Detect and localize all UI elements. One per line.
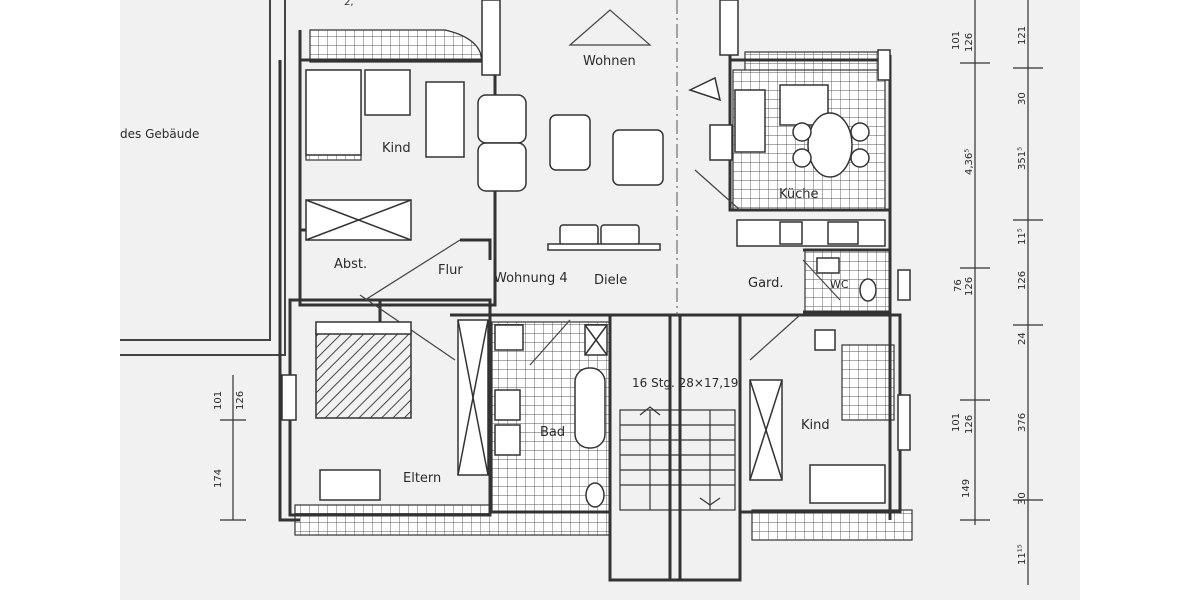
room-label-kind-left: Kind xyxy=(382,141,411,156)
dim-right-a-7: 126 xyxy=(964,414,975,434)
door-swings xyxy=(359,9,841,366)
dim-right-b-7: 376 xyxy=(1017,412,1028,432)
living-furniture xyxy=(477,76,733,251)
dim-right-a-3: 4,36⁵ xyxy=(964,148,975,175)
eltern-furniture xyxy=(315,319,489,501)
dim-right-b-6: 24 xyxy=(1017,332,1028,345)
room-label-wohnen: Wohnen xyxy=(583,54,636,69)
room-label-wohnung: Wohnung 4 xyxy=(494,271,568,286)
dimension-top-cut: 2, xyxy=(344,0,354,8)
dim-right-a-6: 101 xyxy=(951,412,962,432)
floor-plan-drawing xyxy=(120,0,1043,585)
dim-left-2: 126 xyxy=(235,390,246,410)
room-label-diele: Diele xyxy=(594,273,628,288)
dim-right-a-1: 101 xyxy=(951,30,962,50)
windows xyxy=(281,0,911,451)
dim-left-3: 174 xyxy=(213,468,224,488)
room-label-kueche: Küche xyxy=(779,187,819,202)
side-note-gebaeude: des Gebäude xyxy=(120,127,200,141)
neighbour-building xyxy=(120,0,286,356)
floor-plan-sheet: Wohnen Kind Küche Abst. Flur Wohnung 4 D… xyxy=(120,0,1080,600)
room-label-eltern: Eltern xyxy=(403,471,442,486)
staircase xyxy=(619,406,736,511)
dim-right-a-8: 149 xyxy=(961,478,972,498)
dimension-lines xyxy=(220,0,1043,585)
room-label-flur: Flur xyxy=(438,263,463,278)
dim-right-b-5: 126 xyxy=(1017,270,1028,290)
dim-left-1: 101 xyxy=(213,390,224,410)
bathroom-fittings xyxy=(494,324,608,508)
kind-left-furniture xyxy=(305,69,465,241)
dim-right-a-4: 76 xyxy=(953,279,964,292)
dim-right-b-2: 30 xyxy=(1017,92,1028,105)
kitchen-fittings xyxy=(734,84,886,302)
room-label-gard: Gard. xyxy=(748,276,784,291)
dim-right-a-5: 126 xyxy=(964,276,975,296)
room-label-abst: Abst. xyxy=(334,257,368,272)
room-label-wc: WC xyxy=(830,278,849,291)
dim-right-b-4: 11⁵ xyxy=(1017,228,1028,245)
room-label-bad: Bad xyxy=(540,425,566,440)
dim-right-b-8: 30 xyxy=(1017,492,1028,505)
dim-right-b-1: 121 xyxy=(1017,25,1028,45)
kind-right-furniture xyxy=(749,329,886,504)
balcony-floors xyxy=(294,29,913,541)
stairs-label: 16 Stg. 28×17,19 xyxy=(632,376,739,390)
dim-right-a-2: 126 xyxy=(964,32,975,52)
dim-right-b-9: 11¹⁵ xyxy=(1017,544,1028,565)
dim-right-b-3: 351⁵ xyxy=(1017,146,1028,170)
room-label-kind-right: Kind xyxy=(801,418,830,433)
